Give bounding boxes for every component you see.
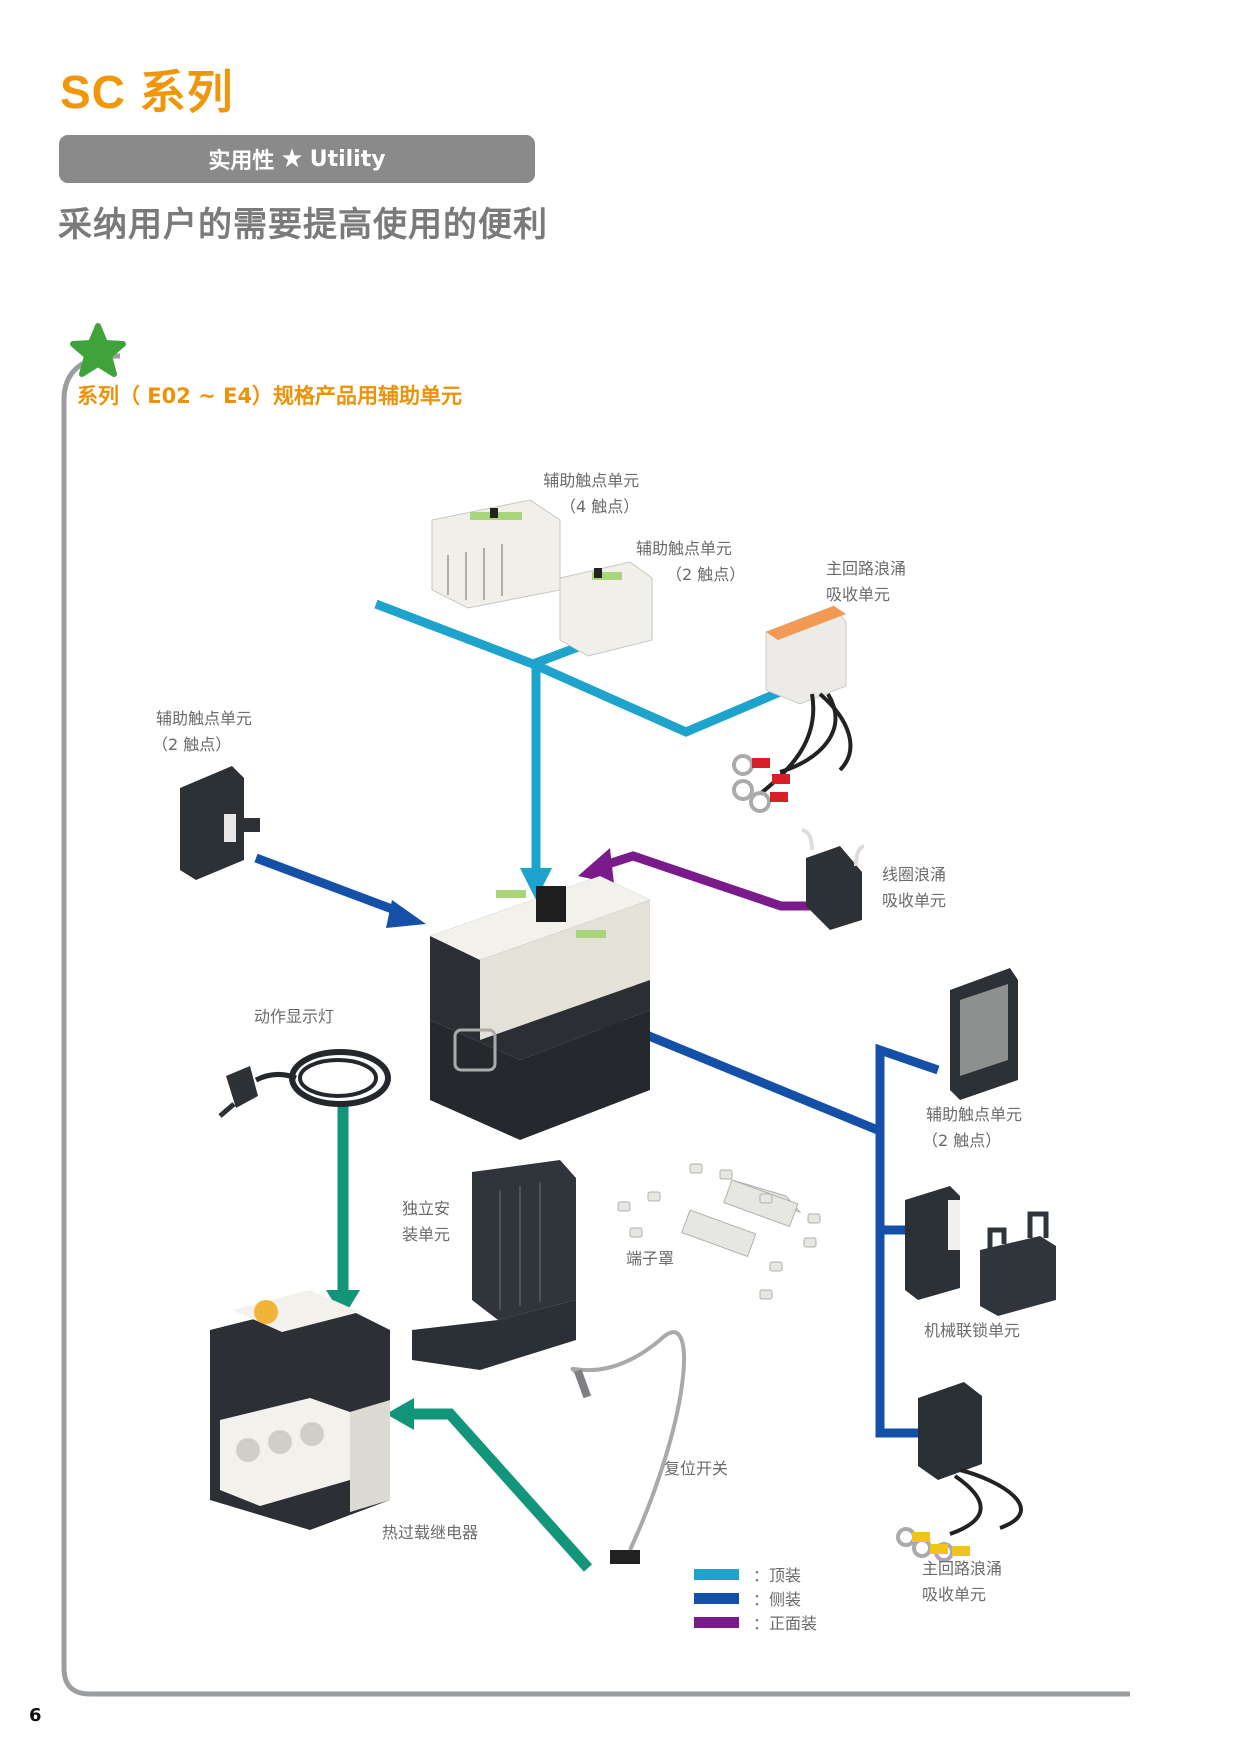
- independent-mount-unit-image: [412, 1160, 576, 1370]
- legend-label-side: ：侧装: [753, 1590, 802, 1609]
- legend-label-top: ：顶装: [753, 1566, 802, 1585]
- label-mechanical-interlock: 机械联锁单元: [924, 1321, 1021, 1340]
- top-mount-arrowhead: [520, 868, 552, 900]
- label-aux-contact-2-left: 辅助触点单元 （2 触点）: [152, 706, 252, 758]
- label-line1: 线圈浪涌: [882, 865, 947, 884]
- legend-swatch-side: [694, 1592, 739, 1604]
- label-aux-contact-2-top: 辅助触点单元 （2 触点）: [636, 536, 745, 588]
- label-main-surge-bottom: 主回路浪涌 吸收单元: [922, 1556, 1002, 1608]
- main-surge-unit-top-image: [732, 605, 853, 813]
- aux-contact-2-right-image: [950, 968, 1018, 1100]
- legend-item-front: ：正面装: [694, 1610, 817, 1634]
- legend-swatch-top: [694, 1568, 739, 1580]
- mechanical-interlock-image: [905, 1186, 1056, 1316]
- relay-link-arrowhead-left: [386, 1398, 414, 1430]
- label-coil-surge: 线圈浪涌 吸收单元: [882, 862, 946, 914]
- label-line2: 吸收单元: [882, 891, 947, 910]
- page-number: 6: [29, 1705, 42, 1726]
- relay-link-line-reset: [408, 1408, 593, 1572]
- banner-left-text: 实用性: [208, 149, 275, 174]
- label-name: 辅助触点单元: [156, 709, 253, 728]
- side-mount-arrowhead-left: [386, 900, 426, 928]
- label-name: 辅助触点单元: [926, 1105, 1023, 1124]
- label-indicator-lamp: 动作显示灯: [254, 1007, 335, 1026]
- series-title: SC 系列: [60, 66, 234, 118]
- label-detail: （2 触点）: [922, 1131, 1002, 1150]
- section-title: 系列（ E02 ~ E4）规格产品用辅助单元: [77, 384, 463, 408]
- banner-right-text: Utility: [309, 146, 386, 172]
- label-name: 辅助触点单元: [636, 539, 733, 558]
- green-star-icon: [70, 323, 126, 377]
- terminal-cover-image: [617, 1163, 821, 1300]
- coil-surge-unit-image: [801, 828, 865, 930]
- main-contactor-image: [430, 876, 650, 1140]
- label-line1: 主回路浪涌: [826, 559, 907, 578]
- label-detail: （2 触点）: [666, 565, 746, 584]
- label-line1: 独立安: [402, 1199, 451, 1218]
- front-mount-line: [600, 851, 810, 911]
- label-independent-mount: 独立安 装单元: [402, 1196, 450, 1248]
- legend-item-side: ：侧装: [694, 1586, 801, 1610]
- label-aux-contact-2-right: 辅助触点单元 （2 触点）: [922, 1102, 1022, 1154]
- label-reset-switch: 复位开关: [664, 1459, 729, 1478]
- utility-banner: 实用性 ★ Utility: [59, 135, 535, 183]
- label-detail: （2 触点）: [152, 735, 232, 754]
- label-thermal-relay: 热过载继电器: [382, 1523, 479, 1542]
- label-line1: 主回路浪涌: [922, 1559, 1003, 1578]
- legend-item-top: ：顶装: [694, 1562, 801, 1586]
- aux-contact-2-top-image: [559, 561, 653, 657]
- side-mount-lines-right: [608, 1015, 940, 1438]
- headline: 采纳用户的需要提高使用的便利: [58, 205, 548, 245]
- star-icon: ★: [280, 144, 304, 174]
- main-surge-unit-bottom-image: [896, 1382, 1023, 1562]
- label-line2: 吸收单元: [922, 1585, 987, 1604]
- reset-switch-image: [570, 1330, 686, 1564]
- legend-swatch-front: [694, 1616, 739, 1628]
- label-main-surge-top: 主回路浪涌 吸收单元: [826, 556, 906, 608]
- label-aux-contact-4: 辅助触点单元 （4 触点）: [530, 468, 639, 520]
- legend-label-front: ：正面装: [753, 1614, 818, 1633]
- label-name: 辅助触点单元: [543, 471, 640, 490]
- indicator-lamp-image: [218, 1049, 391, 1118]
- label-line2: 装单元: [402, 1225, 451, 1244]
- label-terminal-cover: 端子罩: [626, 1249, 675, 1268]
- front-mount-arrowhead: [578, 848, 614, 884]
- relay-link-arrowhead-down: [326, 1290, 360, 1318]
- side-mount-line-left: [254, 853, 402, 917]
- label-detail: （4 触点）: [560, 497, 640, 516]
- label-line2: 吸收单元: [826, 585, 891, 604]
- aux-contact-2-left-image: [180, 766, 260, 880]
- aux-contact-4-unit-image: [431, 499, 561, 609]
- thermal-relay-image: [210, 1290, 390, 1530]
